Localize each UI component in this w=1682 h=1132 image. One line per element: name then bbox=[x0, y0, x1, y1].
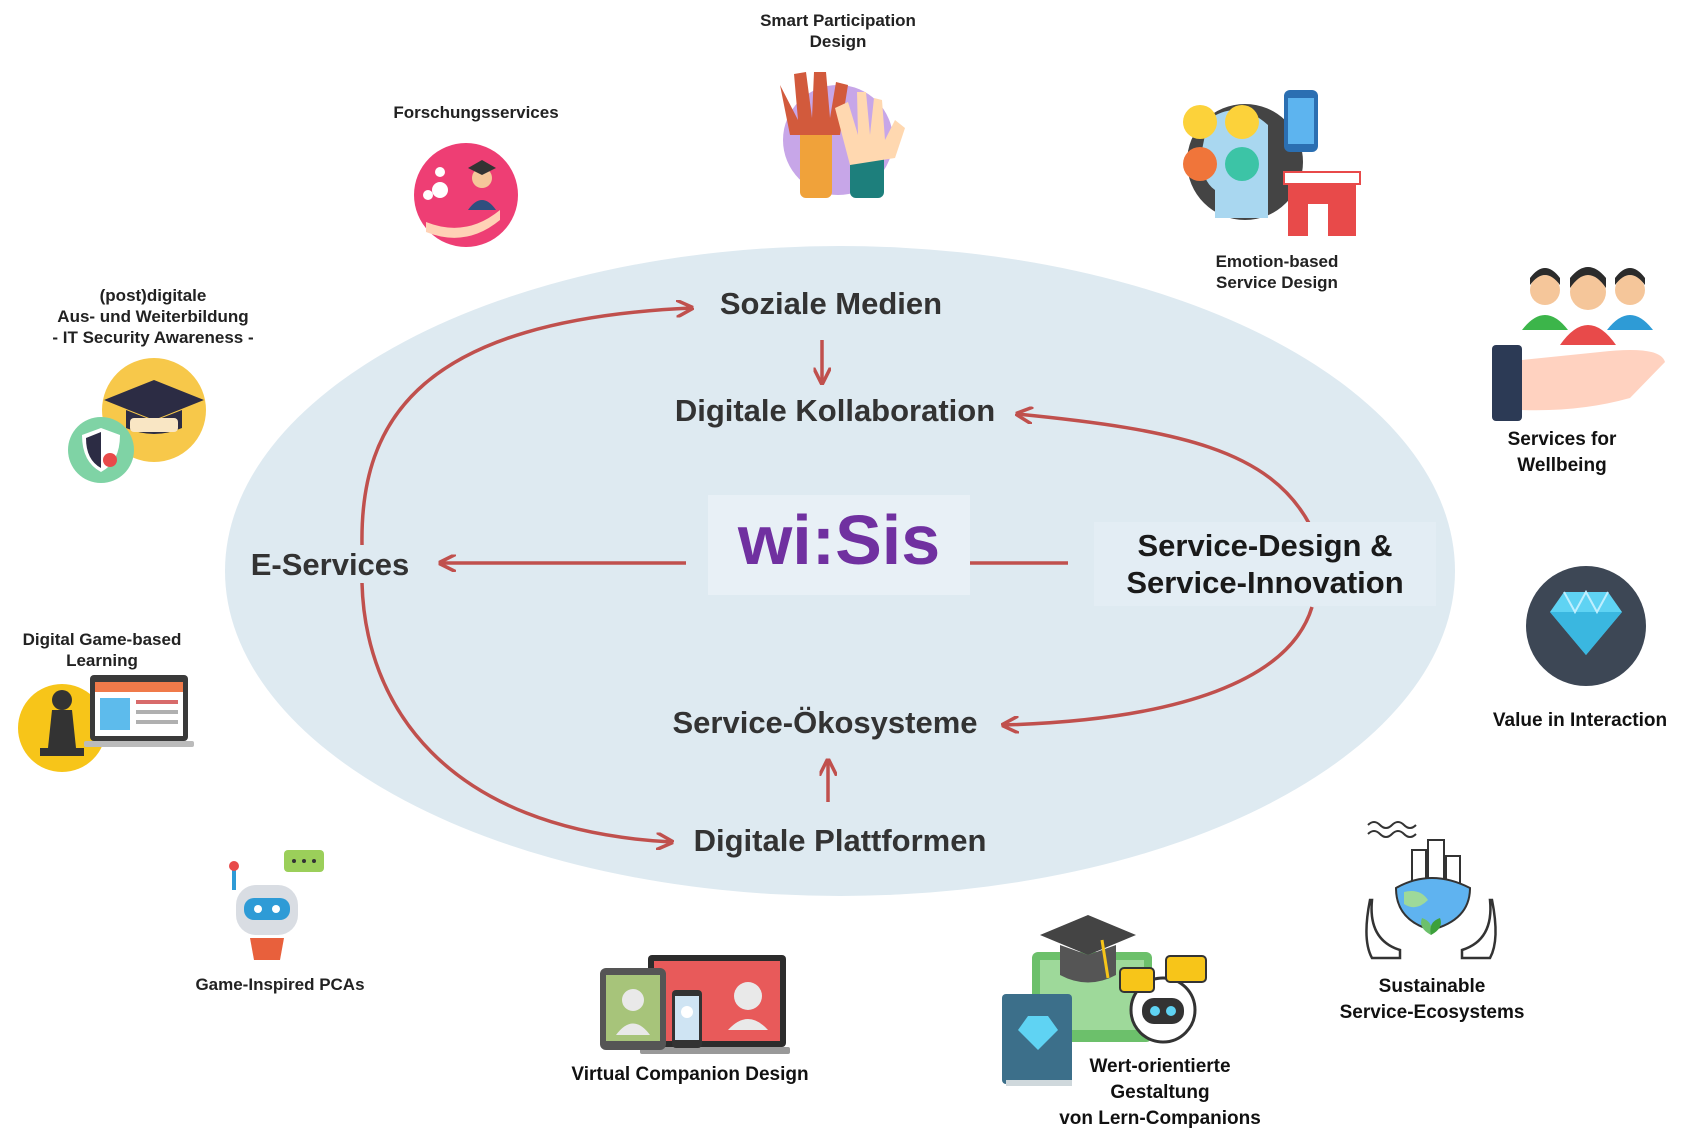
smart-participation-line2: Design bbox=[809, 32, 867, 51]
logo-box bbox=[708, 495, 970, 595]
earth-hands-icon bbox=[1365, 821, 1497, 960]
raised-hands-icon bbox=[780, 72, 905, 198]
wellbeing-line2: Wellbeing bbox=[1517, 455, 1607, 476]
sustainable-line1: Sustainable bbox=[1378, 976, 1486, 997]
logo-wisis: wi:Sis bbox=[737, 501, 941, 579]
smart-participation-line1: Smart Participation bbox=[760, 11, 916, 30]
label-sustainable: Sustainable Service-Ecosystems bbox=[1322, 974, 1542, 1026]
label-game-learning: Digital Game-based Learning bbox=[4, 629, 200, 671]
arrow-eservices-to-plattformen bbox=[360, 582, 672, 842]
wert-orientiert-line1: Wert-orientierte bbox=[1089, 1056, 1231, 1077]
robot-chat-icon bbox=[229, 850, 324, 960]
research-services-icon bbox=[414, 143, 518, 247]
game-pcas-line1: Game-Inspired PCAs bbox=[195, 975, 365, 994]
node-soziale-medien: Soziale Medien bbox=[719, 286, 943, 321]
value-interaction-line1: Value in Interaction bbox=[1492, 710, 1668, 731]
label-virtual-companion: Virtual Companion Design bbox=[550, 1062, 830, 1088]
arrow-design-to-kollaboration bbox=[1017, 414, 1312, 526]
chess-laptop-icon bbox=[18, 675, 194, 772]
service-design-box bbox=[1094, 522, 1436, 606]
people-hand-icon bbox=[1492, 267, 1665, 421]
service-design-line1: Service-Design & bbox=[1137, 528, 1393, 563]
label-forschungsservices: Forschungsservices bbox=[366, 102, 586, 123]
game-learning-line1: Digital Game-based bbox=[22, 630, 182, 649]
devices-avatar-icon bbox=[600, 955, 790, 1054]
node-e-services: E-Services bbox=[250, 547, 410, 582]
diamond-icon bbox=[1526, 566, 1646, 686]
arrow-design-to-oekosysteme bbox=[1003, 606, 1314, 725]
label-emotion-based: Emotion-based Service Design bbox=[1167, 251, 1387, 293]
label-game-pcas: Game-Inspired PCAs bbox=[170, 974, 390, 995]
virtual-companion-line1: Virtual Companion Design bbox=[571, 1064, 809, 1085]
arrow-eservices-to-soziale bbox=[360, 308, 692, 546]
post-digitale-line3: - IT Security Awareness - bbox=[52, 328, 254, 347]
label-smart-participation: Smart Participation Design bbox=[728, 10, 948, 52]
emotion-based-line2: Service Design bbox=[1216, 273, 1338, 292]
node-service-oekosysteme: Service-Ökosysteme bbox=[672, 705, 978, 740]
node-service-design: Service-Design & Service-Innovation bbox=[1094, 527, 1436, 601]
service-design-line2: Service-Innovation bbox=[1126, 565, 1404, 600]
emotion-based-line1: Emotion-based bbox=[1215, 252, 1339, 271]
book-grad-robot-icon bbox=[1002, 915, 1207, 1086]
node-digitale-plattformen: Digitale Plattformen bbox=[693, 823, 987, 858]
label-wellbeing: Services for Wellbeing bbox=[1472, 427, 1652, 479]
graduation-shield-icon bbox=[68, 358, 206, 483]
emotion-faces-icon bbox=[1183, 90, 1361, 236]
post-digitale-line1: (post)digitale bbox=[99, 286, 207, 305]
label-value-interaction: Value in Interaction bbox=[1482, 708, 1678, 734]
post-digitale-line2: Aus- und Weiterbildung bbox=[57, 307, 249, 326]
wert-orientiert-line2: Gestaltung bbox=[1110, 1082, 1210, 1103]
game-learning-line2: Learning bbox=[66, 651, 138, 670]
label-wert-orientiert: Wert-orientierte Gestaltung von Lern-Com… bbox=[1040, 1054, 1280, 1132]
label-post-digitale: (post)digitale Aus- und Weiterbildung - … bbox=[28, 285, 278, 348]
wert-orientiert-line3: von Lern-Companions bbox=[1059, 1108, 1261, 1129]
sustainable-line2: Service-Ecosystems bbox=[1339, 1002, 1525, 1023]
forschungsservices-line1: Forschungsservices bbox=[393, 103, 559, 122]
wellbeing-line1: Services for bbox=[1507, 429, 1617, 450]
node-digitale-kollaboration: Digitale Kollaboration bbox=[674, 393, 996, 428]
